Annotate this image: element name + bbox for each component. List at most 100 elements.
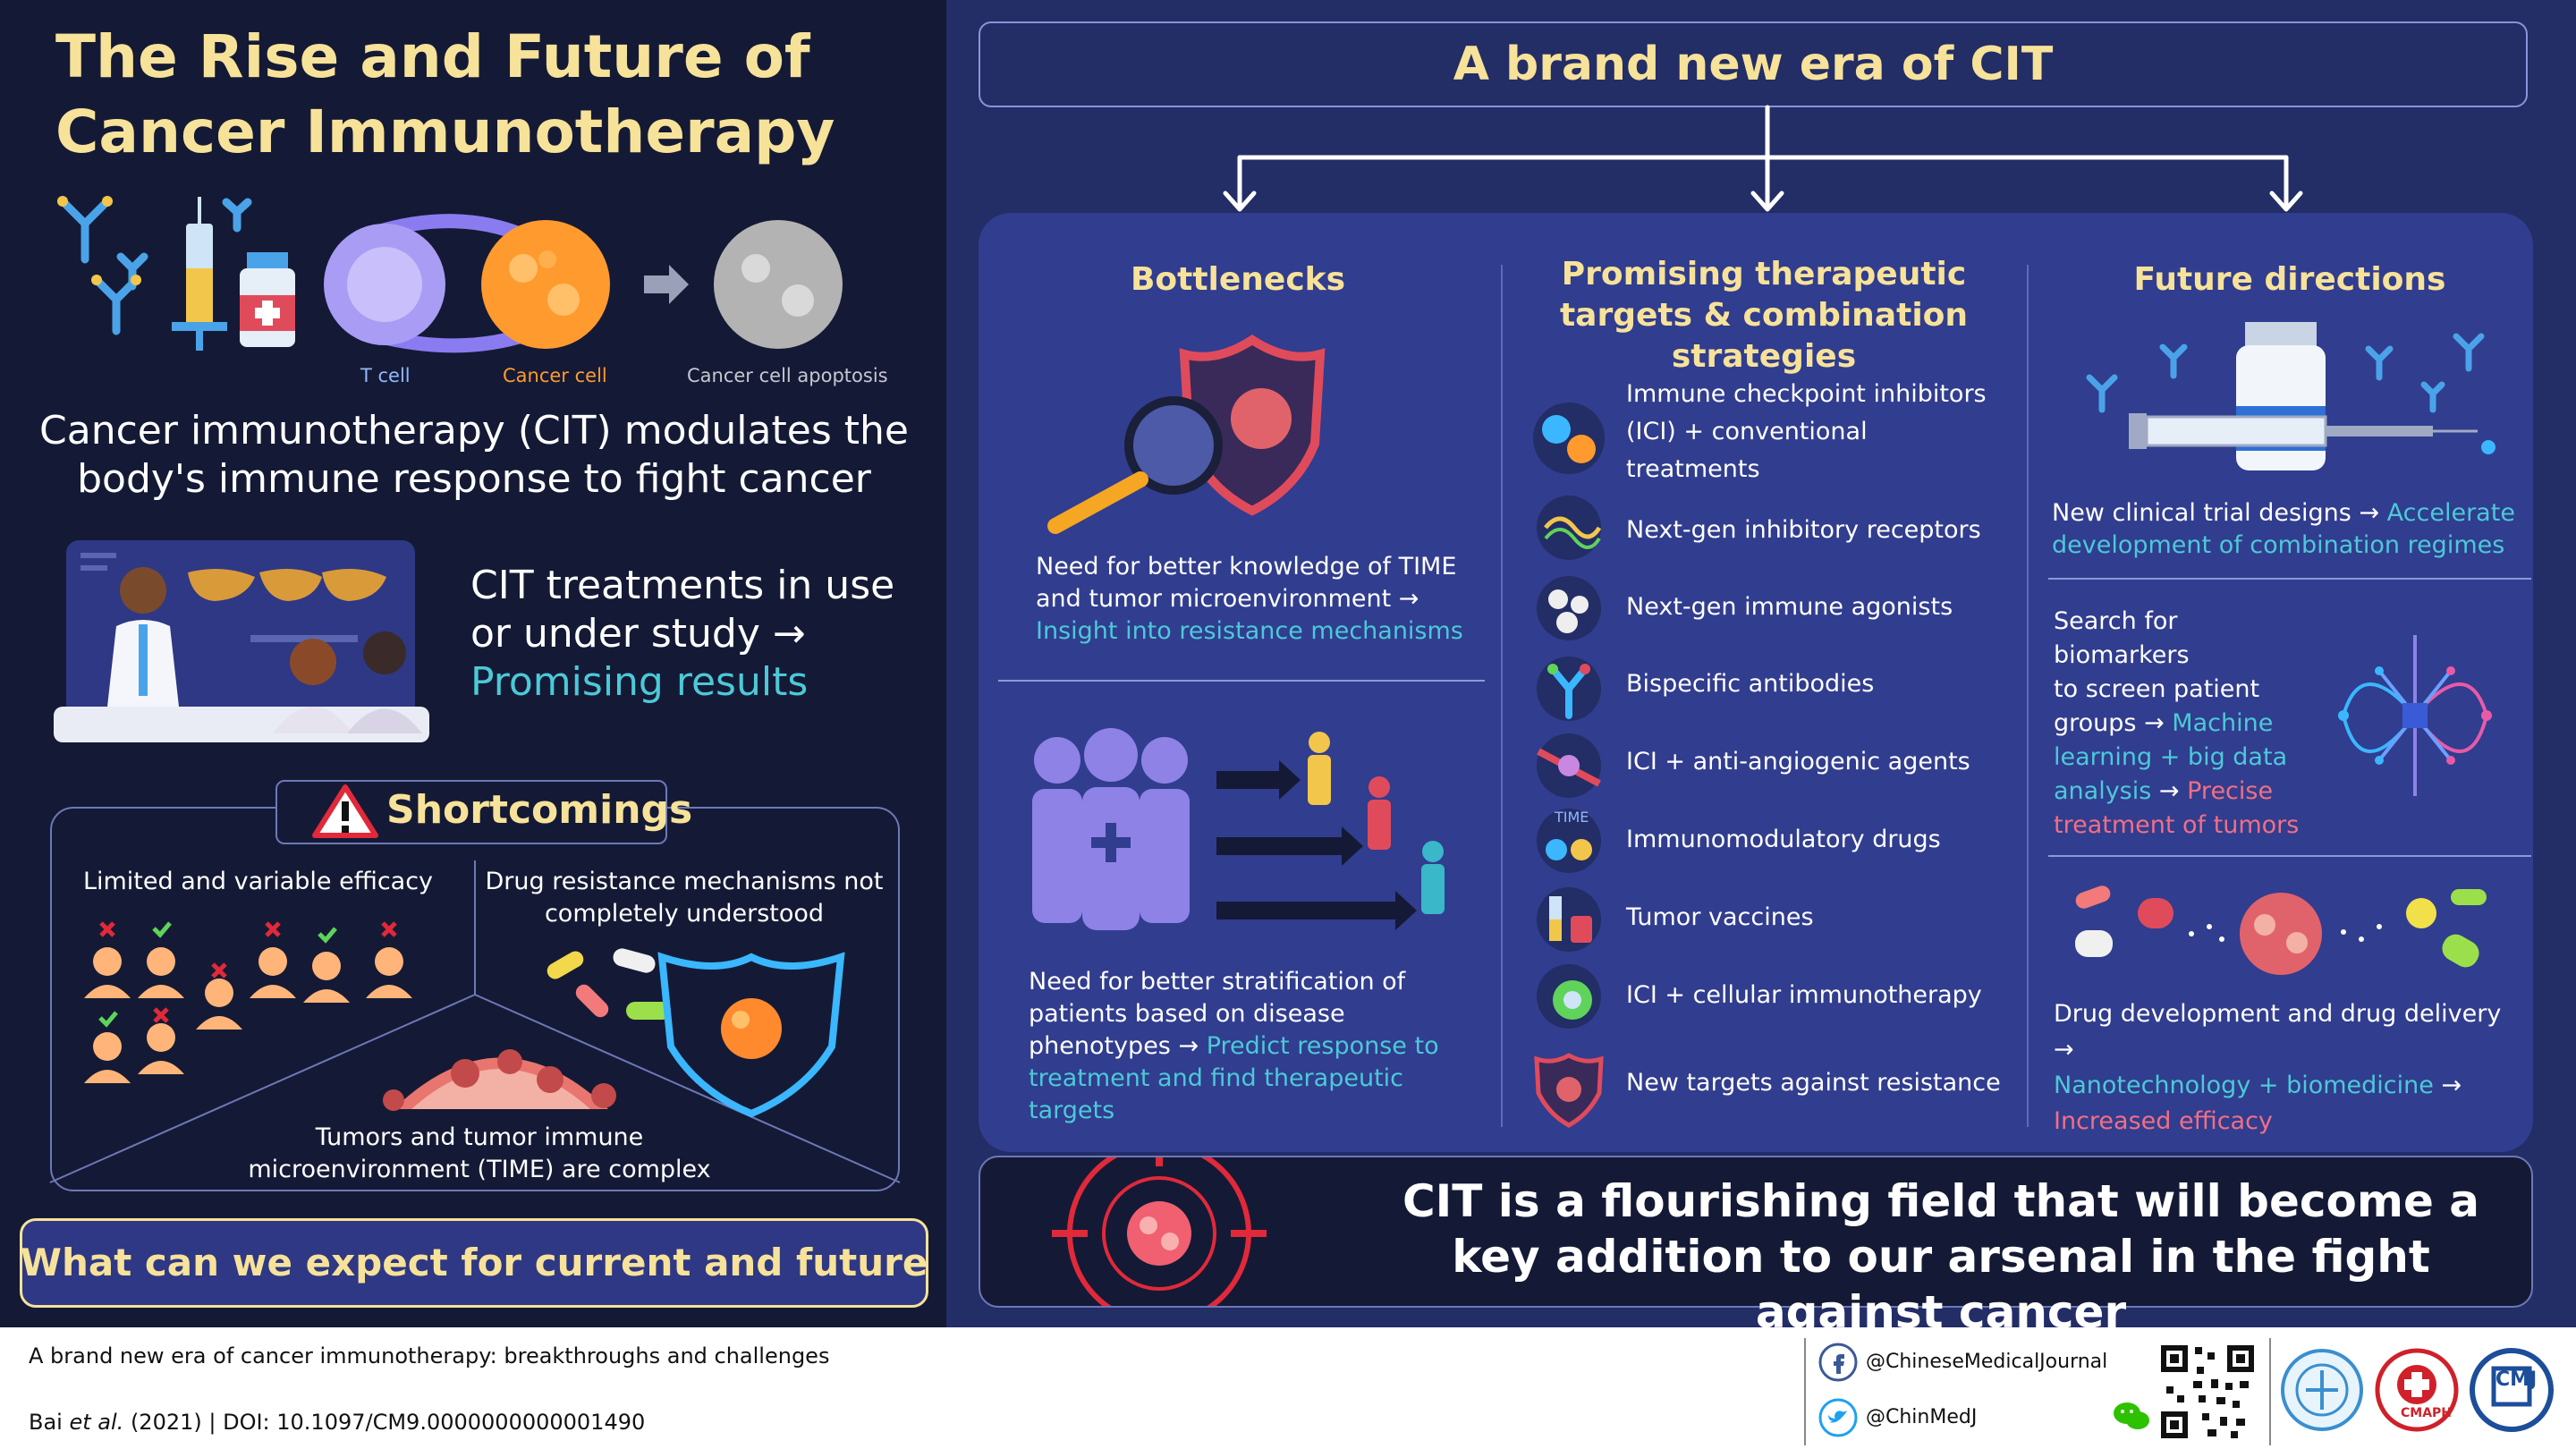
wechat-icon[interactable] [2113, 1401, 2150, 1433]
bottleneck-1-text: Need for better knowledge of TIME and tu… [1036, 551, 1483, 648]
cmj-label: CMJ [2496, 1368, 2538, 1391]
target-item-cellular: ICI + cellular immunotherapy [1626, 981, 1982, 1009]
twitter-icon[interactable] [1818, 1397, 1859, 1438]
era-title: A brand new era of CIT [1453, 38, 2054, 91]
brain-network-icon [2338, 635, 2492, 796]
future-3-teal: Nanotechnology + biomedicine [2054, 1072, 2434, 1099]
conclusion-text: CIT is a flourishing field that will bec… [1402, 1175, 2480, 1338]
antibody-tips-icon [57, 196, 141, 285]
future-1-highlight: Accelerate development of combination re… [2052, 499, 2515, 559]
footer-facebook-handle[interactable]: @ChineseMedicalJournal [1866, 1351, 2108, 1373]
column-divider-1 [1501, 265, 1503, 1127]
target-item-immune-agonists: Next-gen immune agonists [1626, 593, 1953, 621]
future-3-main: Drug development and drug delivery → [2054, 1000, 2502, 1063]
antibody-icon [2086, 333, 2485, 413]
patient-yellow-icon [1308, 732, 1331, 805]
patient-teal-icon [1421, 841, 1445, 914]
syringe-icon [2129, 413, 2496, 454]
stratification-icon [1032, 728, 1445, 930]
immunomodulatory-icon [1537, 809, 1601, 873]
era-title-box [979, 21, 2528, 107]
drug-resistance-illustration [547, 948, 845, 1118]
crosshair-target-icon [1052, 1157, 1267, 1306]
footer-citation: Bai et al. (2021) | DOI: 10.1097/CM9.000… [29, 1410, 645, 1435]
footer-et-al: et al. [69, 1410, 124, 1435]
vial-icon [240, 252, 295, 347]
footer-divider-2 [2269, 1338, 2271, 1445]
future-2-pink-2: treatment of tumors [2054, 811, 2300, 839]
branch-arrows [1223, 105, 2303, 212]
arrow-right-icon [644, 265, 689, 304]
footer-divider [1804, 1338, 1806, 1445]
shortcomings-title: Shortcomings [386, 787, 693, 833]
efficacy-text: Limited and variable efficacy [82, 868, 434, 895]
bottleneck-2-main: Need for better stratification of patien… [1029, 968, 1406, 1060]
footer-authors: Bai [29, 1410, 63, 1435]
doctor-presentation-illustration [54, 540, 429, 742]
cancer-cell-icon [481, 220, 610, 349]
target-item-checkpoint: Immune checkpoint inhibitors (ICI) + con… [1626, 380, 1987, 483]
doctor-figure [107, 567, 179, 707]
cit-treatments-text: CIT treatments in use or under study → P… [470, 562, 936, 707]
facebook-icon[interactable] [1818, 1342, 1859, 1383]
bottlenecks-heading: Bottlenecks [1130, 261, 1346, 298]
vial-icon [2236, 322, 2326, 470]
apoptosis-cell-icon [714, 220, 843, 349]
target-item-anti-angiogenic: ICI + anti-angiogenic agents [1626, 748, 1970, 775]
clinical-trial-icon [2086, 322, 2496, 470]
syringe-icon [172, 197, 227, 351]
checkpoint-inhibitor-icon [1533, 402, 1605, 474]
new-targets-shield-icon [1534, 1053, 1604, 1128]
question-text: What can we expect for current and futur… [20, 1241, 928, 1374]
cellular-immunotherapy-icon [1537, 964, 1601, 1029]
future-2-line-3: groups → [2054, 709, 2165, 737]
group-people-icon [1032, 728, 1190, 930]
future-2-teal-1: Machine [2172, 709, 2274, 737]
bottlenecks-row-divider [998, 680, 1485, 682]
main-title: The Rise and Future of Cancer Immunother… [55, 22, 835, 166]
person-icon [84, 947, 412, 1083]
anti-angiogenic-icon [1537, 733, 1601, 798]
liver-icon [188, 569, 386, 601]
complex-text: Tumors and tumor immune microenvironment… [248, 1123, 711, 1183]
cit-treatments-main: CIT treatments in use or under study → [470, 563, 895, 657]
future-row-divider-1 [2048, 578, 2531, 580]
arrow-right-icon [1216, 760, 1417, 930]
future-1-main: New clinical trial designs → [2052, 499, 2380, 527]
target-icons [1533, 402, 1605, 1128]
x-mark-icon [99, 921, 397, 1023]
future-heading: Future directions [2133, 261, 2446, 298]
bottleneck-2-highlight: Predict response to treatment and find t… [1029, 1032, 1439, 1124]
qr-code-icon[interactable] [2157, 1342, 2258, 1442]
future-row-divider-2 [2048, 855, 2531, 857]
tcell-label: T cell [360, 365, 411, 386]
future-2-line-1: Search for biomarkers [2054, 607, 2190, 669]
future-1-text: New clinical trial designs → Accelerate … [2052, 497, 2517, 562]
bispecific-antibody-icon [1537, 657, 1601, 721]
resistance-text: Drug resistance mechanisms not completel… [485, 868, 884, 928]
target-item-bispecific: Bispecific antibodies [1626, 670, 1875, 698]
target-item-tumor-vaccines: Tumor vaccines [1626, 903, 1814, 931]
shortcomings-dividers [49, 860, 901, 1183]
pill-icon [547, 948, 671, 1020]
footer-twitter-handle[interactable]: @ChinMedJ [1866, 1406, 1978, 1428]
cancer-cell-label: Cancer cell [503, 365, 607, 386]
intro-text: Cancer immunotherapy (CIT) modulates the… [39, 408, 909, 502]
cit-treatments-highlight: Promising results [470, 659, 809, 705]
targets-heading: Promising therapeutic targets & combinat… [1559, 256, 1969, 375]
target-item-immunomodulatory: Immunomodulatory drugs [1626, 826, 1941, 853]
cmaph-logo-icon [2375, 1348, 2459, 1432]
cmj-logo-icon [2470, 1348, 2554, 1432]
future-2-line-2: to screen patient [2054, 675, 2260, 703]
target-item-inhibitory-receptors: Next-gen inhibitory receptors [1626, 516, 1981, 544]
apoptosis-label: Cancer cell apoptosis [687, 365, 888, 386]
tumor-vaccine-icon [1537, 887, 1601, 952]
audience-figure [273, 631, 422, 733]
patients-illustration [84, 921, 412, 1083]
antibody-icon [58, 197, 252, 335]
future-2-pink-1: Precise [2187, 777, 2274, 805]
cancer-cell-icon [2240, 893, 2322, 975]
shield-icon [657, 952, 845, 1118]
magnifier-shield-icon [1047, 335, 1326, 534]
bottleneck-1-highlight: Insight into resistance mechanisms [1036, 617, 1463, 645]
